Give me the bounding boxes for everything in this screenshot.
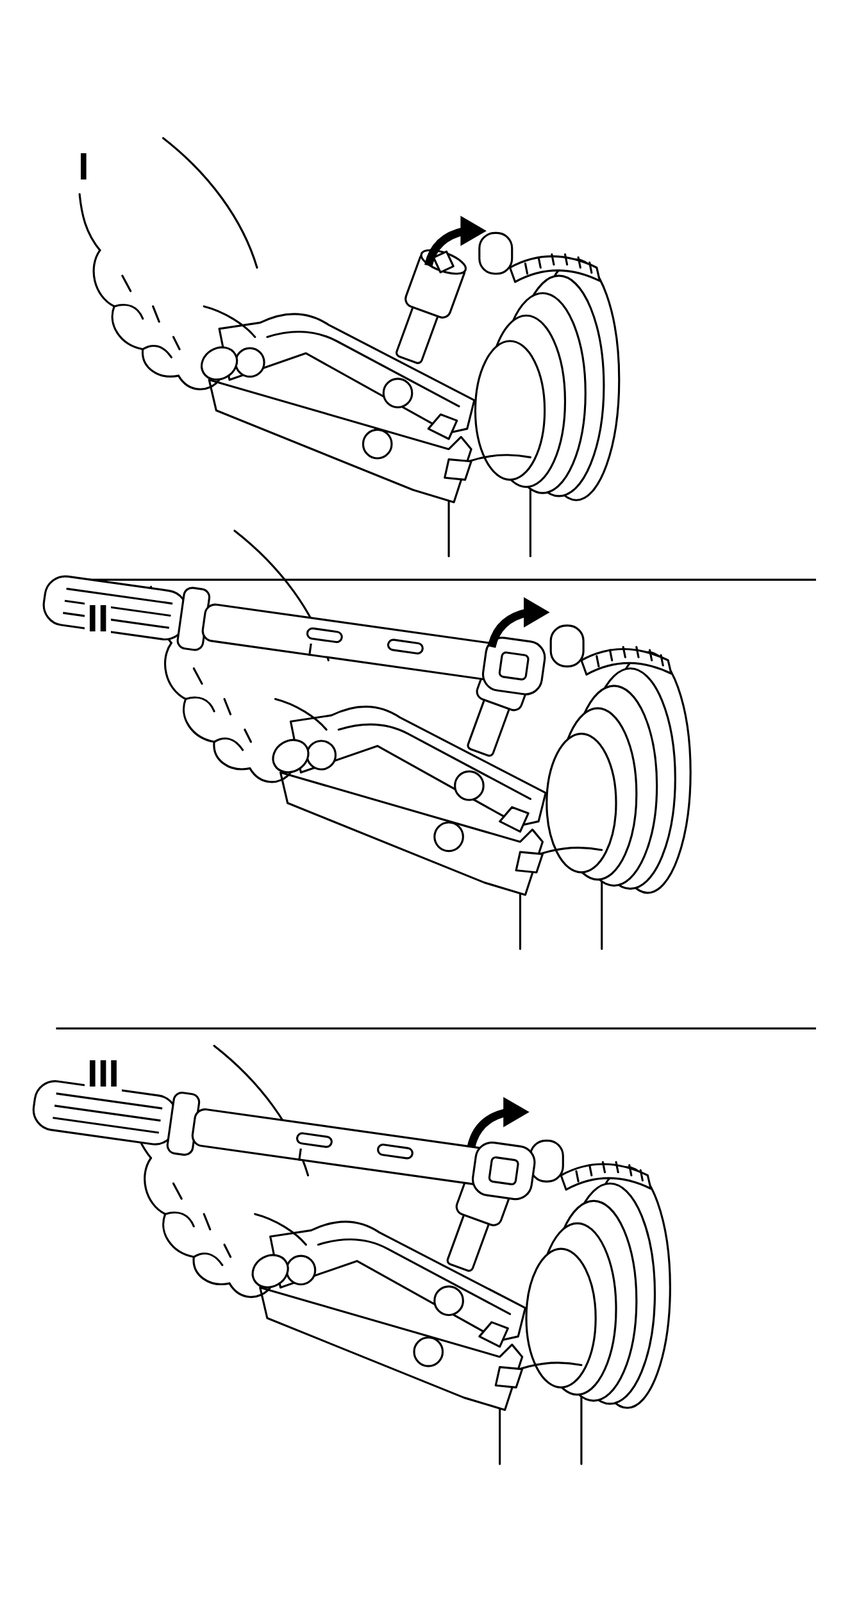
panel-number: III [84,1054,122,1094]
panel-number: I [75,147,92,186]
panel-number: II [84,599,111,638]
